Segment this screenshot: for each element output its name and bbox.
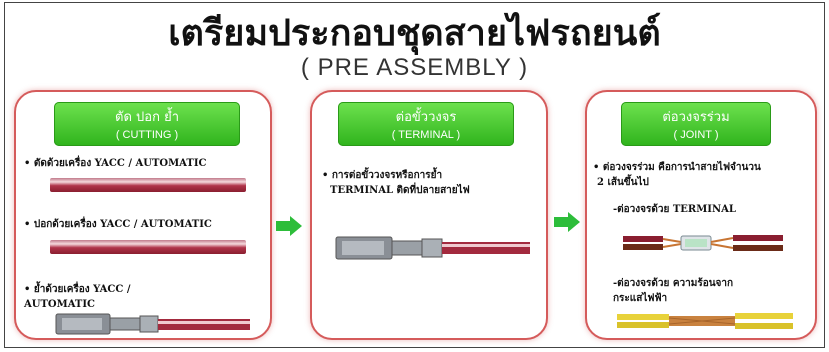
panel-cutting-title: ตัด ปอก ย้ำ bbox=[115, 110, 179, 125]
arrow-right-icon bbox=[554, 212, 580, 232]
terminal-wire-image bbox=[55, 313, 250, 335]
wire-image bbox=[50, 240, 246, 254]
panel-cutting-subtitle: ( CUTTING ) bbox=[115, 129, 179, 141]
cutting-item-crimp: • ย้ำด้วยเครื่อง YACC / bbox=[24, 284, 131, 295]
joint-item-heat-cont: กระแสไฟฟ้า bbox=[613, 293, 668, 304]
panel-cutting: ตัด ปอก ย้ำ ( CUTTING ) • ตัดด้วยเครื่อง… bbox=[14, 90, 272, 340]
page-subtitle: ( PRE ASSEMBLY ) bbox=[300, 54, 529, 81]
panel-cutting-header: ตัด ปอก ย้ำ ( CUTTING ) bbox=[54, 102, 240, 146]
panel-terminal-title: ต่อขั้ววงจร bbox=[395, 110, 457, 125]
panel-terminal: ต่อขั้ววงจร ( TERMINAL ) • การต่อขั้ววงจ… bbox=[310, 90, 548, 340]
panel-terminal-subtitle: ( TERMINAL ) bbox=[391, 129, 461, 141]
joint-item-heat: -ต่อวงจรด้วย ความร้อนจาก bbox=[613, 278, 734, 289]
terminal-item-desc-cont: TERMINAL ติดที่ปลายสายไฟ bbox=[330, 185, 470, 196]
joint-item-desc: • ต่อวงจรร่วม คือการนำสายไฟจำนวน bbox=[593, 162, 761, 173]
joint-item-desc-cont: 2 เส้นขึ้นไป bbox=[597, 177, 649, 188]
wire-image bbox=[50, 178, 246, 192]
terminal-item-desc: • การต่อขั้ววงจรหรือการย้ำ bbox=[322, 170, 443, 181]
panel-joint-title: ต่อวงจรร่วม bbox=[662, 110, 730, 125]
page-title: เตรียมประกอบชุดสายไฟรถยนต์ bbox=[168, 13, 661, 54]
cutting-item-strip: • ปอกด้วยเครื่อง YACC / AUTOMATIC bbox=[24, 219, 212, 230]
joint-heat-image bbox=[617, 313, 793, 329]
joint-item-terminal: -ต่อวงจรด้วย TERMINAL bbox=[613, 204, 736, 215]
terminal-wire-image bbox=[335, 236, 530, 260]
panel-joint-subtitle: ( JOINT ) bbox=[673, 129, 719, 141]
arrow-right-icon bbox=[276, 216, 302, 236]
panel-joint: ต่อวงจรร่วม ( JOINT ) • ต่อวงจรร่วม คือก… bbox=[585, 90, 817, 340]
panel-terminal-header: ต่อขั้ววงจร ( TERMINAL ) bbox=[338, 102, 514, 146]
panel-joint-header: ต่อวงจรร่วม ( JOINT ) bbox=[621, 102, 771, 146]
cutting-item-crimp-cont: AUTOMATIC bbox=[24, 299, 95, 310]
cutting-item-cut: • ตัดด้วยเครื่อง YACC / AUTOMATIC bbox=[24, 158, 207, 169]
joint-terminal-image bbox=[623, 235, 783, 251]
